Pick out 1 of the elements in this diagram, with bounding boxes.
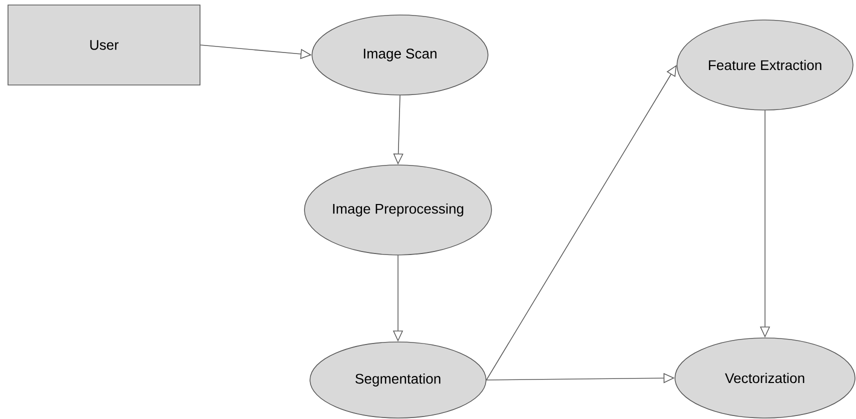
actor-box: User <box>8 4 200 86</box>
